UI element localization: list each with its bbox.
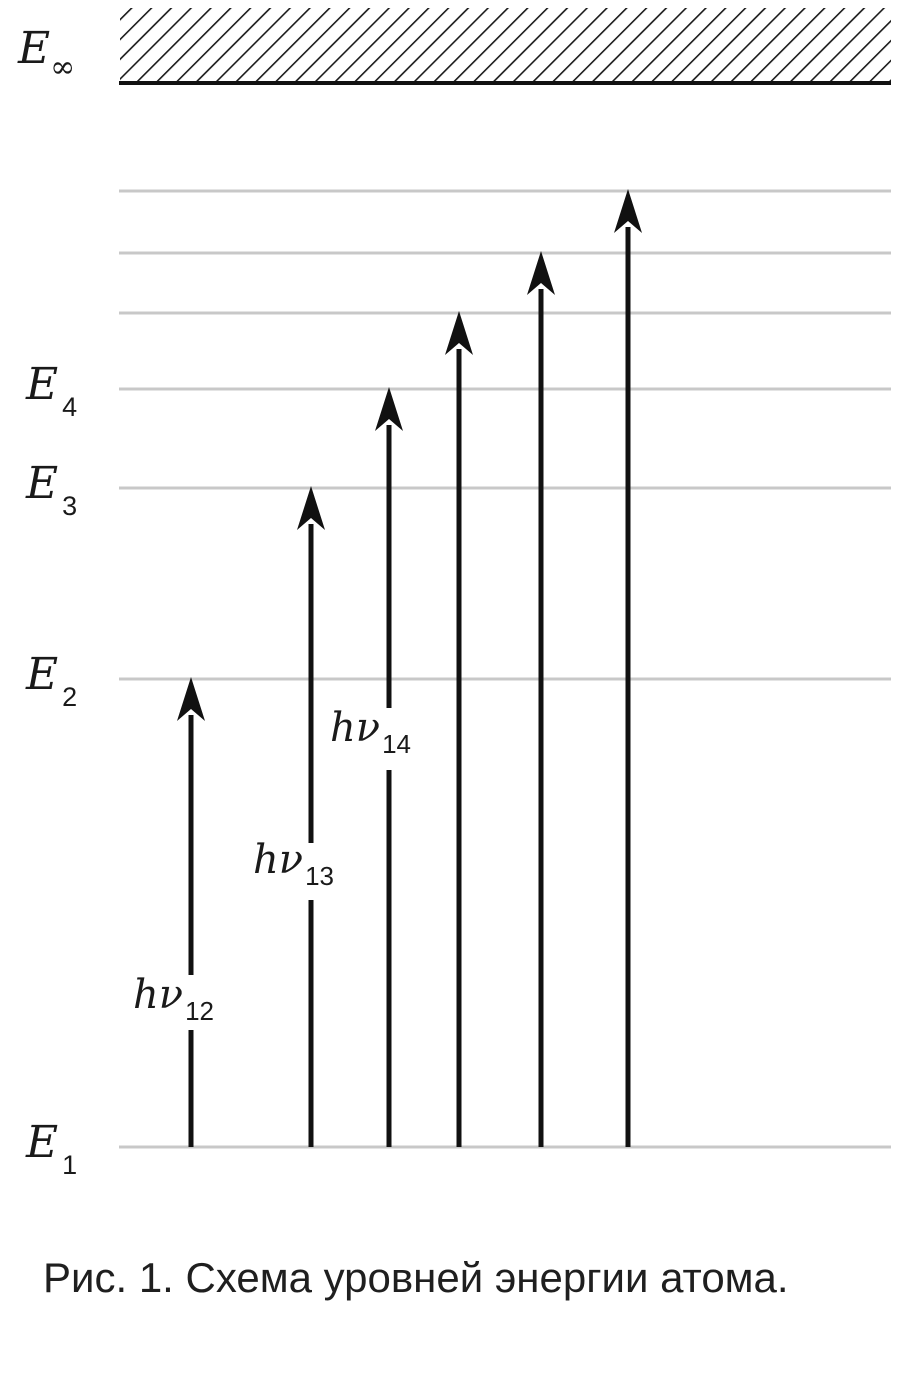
transition-arrow-1-6 — [527, 251, 555, 1147]
transition-arrow-1-2 — [177, 677, 205, 1147]
continuum-label-sub: ∞ — [50, 50, 75, 85]
arrow-head — [375, 387, 403, 431]
continuum-region: E∞ — [17, 8, 891, 85]
continuum-label: E∞ — [17, 23, 75, 85]
arrow-head — [614, 189, 642, 233]
photon-label-12: hν12 — [133, 972, 214, 1026]
transition-arrows — [177, 189, 642, 1147]
arrow-head — [177, 677, 205, 721]
figure-caption: Рис. 1. Схема уровней энергии атома. — [43, 1254, 789, 1301]
arrow-head — [297, 486, 325, 530]
arrow-head — [527, 251, 555, 295]
energy-levels — [119, 189, 891, 1149]
photon-labels: hν12 hν13 hν14 — [133, 705, 411, 1026]
continuum-hatch — [120, 8, 891, 83]
transition-arrow-1-3 — [297, 486, 325, 1147]
transition-arrow-1-4 — [375, 387, 403, 1147]
transition-arrow-1-5 — [445, 311, 473, 1147]
transition-arrow-1-7 — [614, 189, 642, 1147]
photon-label-14: hν14 — [330, 705, 411, 759]
photon-label-13: hν13 — [253, 837, 334, 891]
arrow-head — [445, 311, 473, 355]
